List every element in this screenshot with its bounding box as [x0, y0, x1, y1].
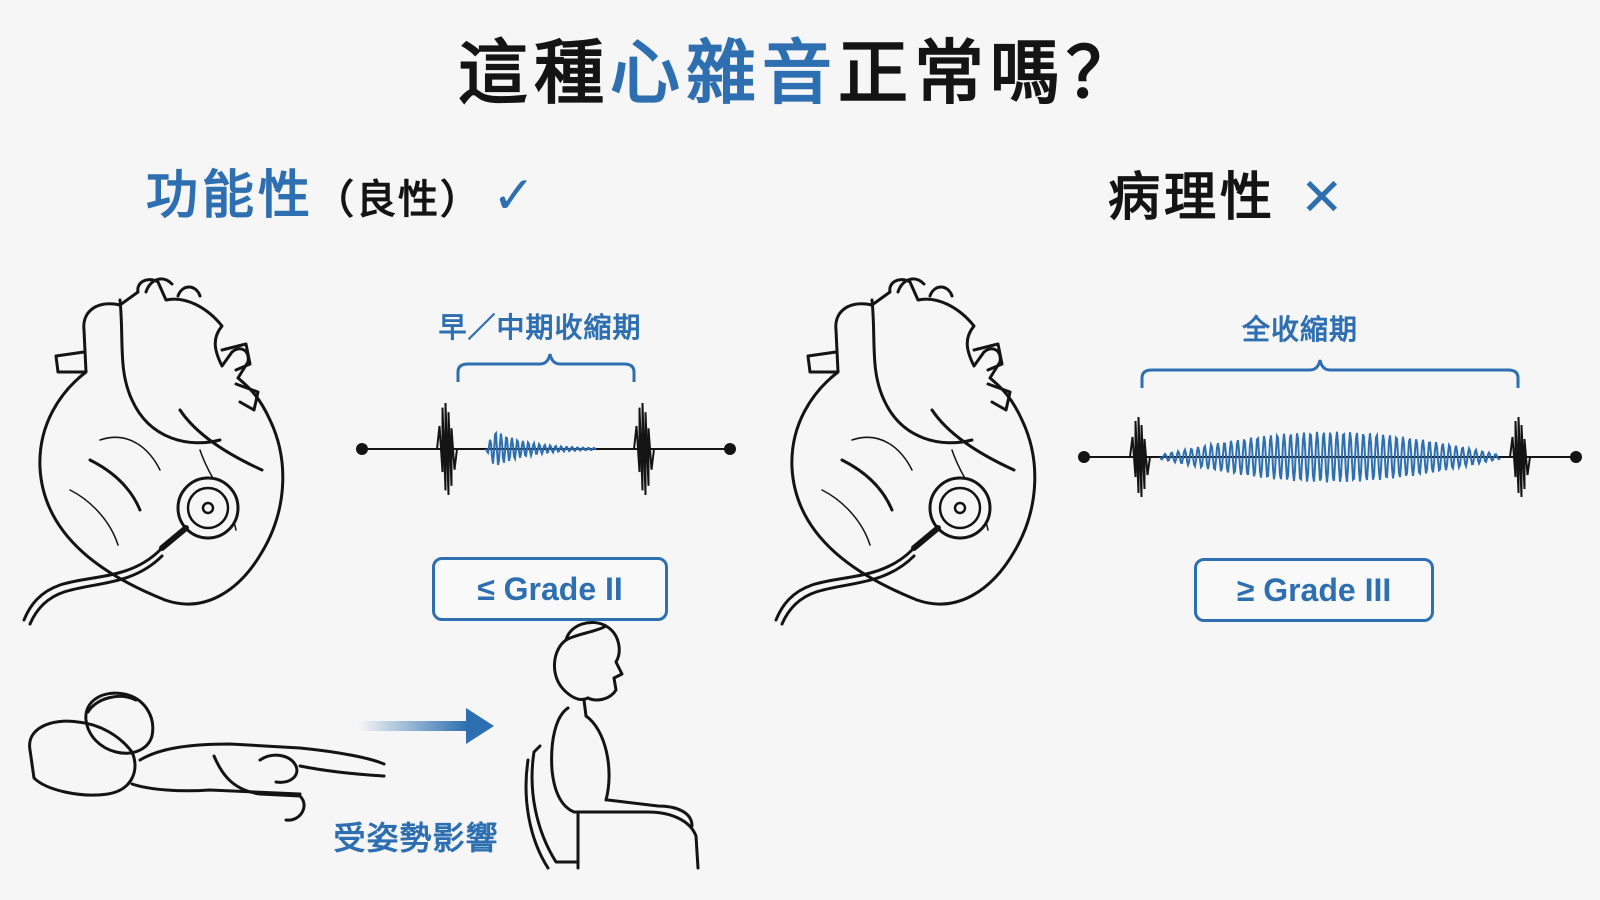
- murmur-wave: [485, 430, 597, 466]
- heart-sound-spike: [1509, 416, 1531, 498]
- sitting-person-icon: [524, 621, 700, 870]
- heart-sound-spike: [436, 402, 458, 496]
- heart-sound-spike: [1129, 416, 1151, 498]
- check-icon: ✓: [492, 166, 536, 226]
- heart-icon: [38, 277, 285, 606]
- title-part1: 這種: [458, 32, 610, 114]
- early-mid-systolic-label: 早／中期收縮期: [438, 311, 642, 344]
- heart-sound-spike: [633, 402, 655, 496]
- lying-person-icon: [28, 691, 386, 822]
- murmur-wave: [1159, 431, 1501, 483]
- functional-heading: 功能性（良性）✓: [146, 170, 536, 222]
- posture-label: 受姿勢影響: [333, 819, 499, 857]
- stethoscope-icon: [774, 476, 992, 626]
- functional-label: 功能性: [146, 166, 315, 226]
- phonogram-right: [1078, 416, 1582, 498]
- timing-bracket-left: [456, 353, 636, 382]
- title-highlight: 心雜音: [610, 32, 838, 114]
- benign-label: （良性）: [314, 177, 483, 223]
- grade-high-badge: ≥ Grade III: [1194, 558, 1434, 622]
- grade-low-badge: ≤ Grade II: [432, 557, 668, 621]
- phonogram-left: [356, 402, 736, 496]
- page-title: 這種心雜音正常嗎？: [0, 38, 1600, 108]
- heart-icon: [790, 277, 1037, 606]
- timing-bracket-right: [1140, 359, 1520, 388]
- cross-icon: ✕: [1300, 168, 1344, 228]
- pathologic-label: 病理性: [1108, 168, 1277, 228]
- holosystolic-label: 全收縮期: [1241, 313, 1358, 346]
- pathologic-heading: 病理性✕: [1108, 172, 1344, 224]
- stethoscope-icon: [22, 476, 240, 626]
- title-part2: 正常嗎？: [838, 32, 1142, 114]
- arrow-right-icon: [358, 708, 494, 744]
